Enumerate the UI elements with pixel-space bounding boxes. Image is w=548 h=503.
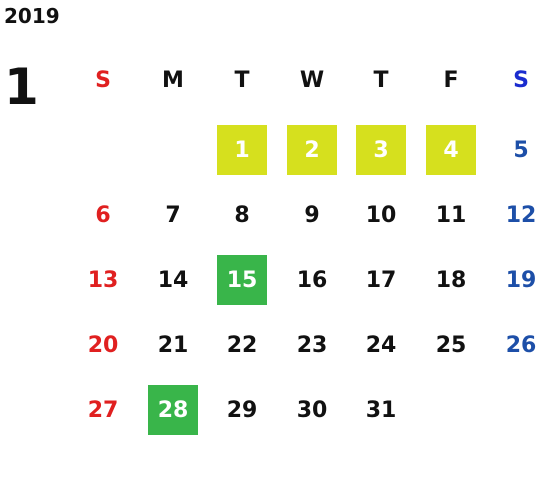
day-cell[interactable]: 26	[505, 332, 537, 358]
weekday-header-tuesday: T	[234, 67, 250, 93]
day-cell[interactable]: 5	[513, 137, 529, 163]
day-cell[interactable]: 23	[296, 332, 328, 358]
month-label: 1	[4, 58, 39, 116]
day-cell[interactable]: 8	[234, 202, 250, 228]
day-cell[interactable]: 11	[435, 202, 467, 228]
day-cell[interactable]: 17	[365, 267, 397, 293]
day-cell[interactable]: 29	[226, 397, 258, 423]
weekday-header-sunday: S	[95, 67, 111, 93]
day-cell[interactable]: 21	[157, 332, 189, 358]
day-cell[interactable]: 14	[157, 267, 189, 293]
day-cell[interactable]: 4	[426, 125, 476, 175]
day-cell[interactable]: 7	[165, 202, 181, 228]
day-cell[interactable]: 30	[296, 397, 328, 423]
day-cell[interactable]: 20	[87, 332, 119, 358]
day-cell[interactable]: 18	[435, 267, 467, 293]
day-cell[interactable]: 24	[365, 332, 397, 358]
year-label: 2019	[4, 4, 60, 28]
day-cell[interactable]: 15	[217, 255, 267, 305]
day-cell[interactable]: 13	[87, 267, 119, 293]
day-cell[interactable]: 12	[505, 202, 537, 228]
day-cell[interactable]: 27	[87, 397, 119, 423]
day-cell[interactable]: 2	[287, 125, 337, 175]
weekday-header-saturday: S	[513, 67, 529, 93]
day-cell[interactable]: 28	[148, 385, 198, 435]
day-cell[interactable]: 6	[95, 202, 111, 228]
day-cell[interactable]: 10	[365, 202, 397, 228]
day-cell[interactable]: 31	[365, 397, 397, 423]
weekday-header-monday: M	[162, 67, 184, 93]
day-cell[interactable]: 9	[304, 202, 320, 228]
day-cell[interactable]: 1	[217, 125, 267, 175]
weekday-header-thursday: T	[373, 67, 389, 93]
day-cell[interactable]: 3	[356, 125, 406, 175]
day-cell[interactable]: 19	[505, 267, 537, 293]
day-cell[interactable]: 25	[435, 332, 467, 358]
day-cell[interactable]: 22	[226, 332, 258, 358]
weekday-header-friday: F	[443, 67, 459, 93]
weekday-header-wednesday: W	[299, 67, 325, 93]
day-cell[interactable]: 16	[296, 267, 328, 293]
